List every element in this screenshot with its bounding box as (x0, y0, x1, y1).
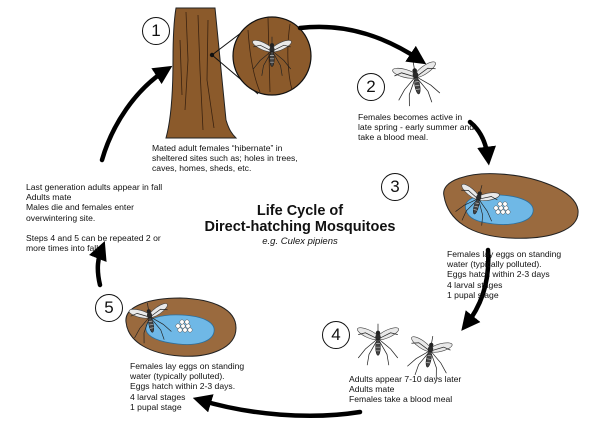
diagram-title: Life Cycle of Direct-hatching Mosquitoes (180, 203, 420, 235)
arrow-1-to-2 (297, 24, 427, 65)
diagram-subtitle: e.g. Culex pipiens (262, 236, 338, 247)
stage-2-text: Females becomes active in late spring - … (358, 112, 475, 143)
stage-3-text: Females lay eggs on standing water (typi… (447, 249, 562, 300)
arrow-3-to-4 (461, 247, 491, 331)
pond-stage-5 (125, 297, 237, 357)
title-line-1: Life Cycle of (256, 203, 344, 219)
arrow-5-to-note (89, 240, 107, 288)
arrow-4-to-5 (192, 394, 363, 419)
stage-5-text: Females lay eggs on standing water (typi… (130, 361, 245, 412)
egg-raft-3 (493, 201, 511, 215)
egg-raft-5 (175, 319, 193, 333)
stage-1-number: 1 (142, 17, 170, 45)
mosquito-stage-4-a (355, 323, 401, 366)
cycle-arrows (89, 24, 496, 419)
pond-stage-3 (443, 173, 579, 239)
stage-5-number: 5 (95, 294, 123, 322)
stage-2-number: 2 (357, 73, 385, 101)
arrow-note-to-1 (99, 65, 173, 163)
arrow-2-to-3 (467, 119, 496, 166)
title-line-2: Direct-hatching Mosquitoes (204, 219, 396, 235)
zoom-circle (211, 16, 312, 96)
mosquito-stage-2 (389, 56, 445, 109)
overwinter-note: Last generation adults appear in fall Ad… (26, 182, 163, 254)
stage-3-number: 3 (381, 173, 409, 201)
stage-4-number: 4 (322, 321, 350, 349)
stage-1-text: Mated adult females “hibernate” in shelt… (152, 143, 298, 174)
tree-trunk (165, 7, 238, 139)
stage-4-text: Adults appear 7-10 days later Adults mat… (349, 374, 462, 405)
